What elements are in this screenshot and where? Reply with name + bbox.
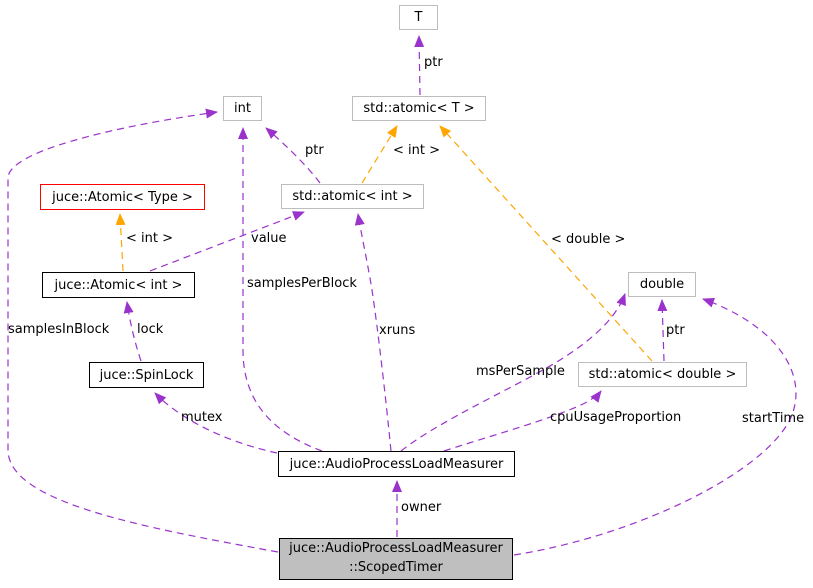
edge-label-value: value (251, 231, 287, 246)
edge-label-msPerSample: msPerSample (476, 364, 565, 379)
node-T: T (399, 5, 438, 30)
edge-lock (123, 301, 142, 362)
node-juce-atomic-type: juce::Atomic< Type > (40, 184, 205, 210)
node-std-atomic-T: std::atomic< T > (352, 96, 486, 121)
node-int: int (223, 96, 262, 121)
edge-label-template-double: < double > (551, 232, 626, 247)
edge-label-ptr-T: ptr (424, 55, 443, 70)
node-juce-spinlock[interactable]: juce::SpinLock (89, 362, 204, 388)
edge-label-ptr-double: ptr (666, 323, 685, 338)
edge-samplesInBlock (7, 108, 279, 553)
focus-node-label-line2: ::ScopedTimer (349, 560, 443, 575)
node-juce-audio-process-load-measurer[interactable]: juce::AudioProcessLoadMeasurer (278, 451, 515, 477)
edge-label-startTime: startTime (742, 411, 805, 426)
node-double: double (628, 272, 696, 297)
node-std-atomic-double: std::atomic< double > (578, 362, 747, 387)
edge-ptr-atomicDouble-double (657, 299, 668, 362)
edge-template-int-juceAtomic (115, 213, 126, 272)
focus-node-label-line1: juce::AudioProcessLoadMeasurer (289, 541, 503, 557)
node-scoped-timer-focus: juce::AudioProcessLoadMeasurer ::ScopedT… (279, 538, 513, 580)
edge-value (149, 211, 305, 272)
edge-ptr-atomicInt-int (265, 127, 321, 184)
edge-mutex (154, 392, 278, 454)
node-std-atomic-int: std::atomic< int > (281, 184, 424, 209)
edge-label-template-int: < int > (393, 143, 440, 158)
edge-label-ptr-int: ptr (305, 143, 324, 158)
edge-template-double-atomicT (439, 125, 653, 362)
edge-startTime (513, 298, 797, 556)
node-juce-atomic-int[interactable]: juce::Atomic< int > (42, 272, 195, 298)
edge-label-xruns: xruns (379, 323, 416, 338)
edge-xruns (354, 213, 392, 452)
edge-msPerSample (400, 293, 626, 452)
edge-cpuUsageProportion (443, 390, 602, 452)
edge-label-samplesPerBlock: samplesPerBlock (247, 276, 357, 291)
edge-template-int-atomicT (361, 125, 398, 184)
edge-label-owner: owner (401, 500, 442, 515)
edge-label-mutex: mutex (181, 410, 223, 425)
edge-label-template-int-left: < int > (126, 231, 173, 246)
edge-label-cpuUsageProportion: cpuUsageProportion (550, 410, 682, 425)
edge-label-samplesInBlock: samplesInBlock (8, 322, 110, 337)
edge-label-lock: lock (137, 322, 164, 337)
edge-ptr-atomicT-T (414, 35, 425, 96)
